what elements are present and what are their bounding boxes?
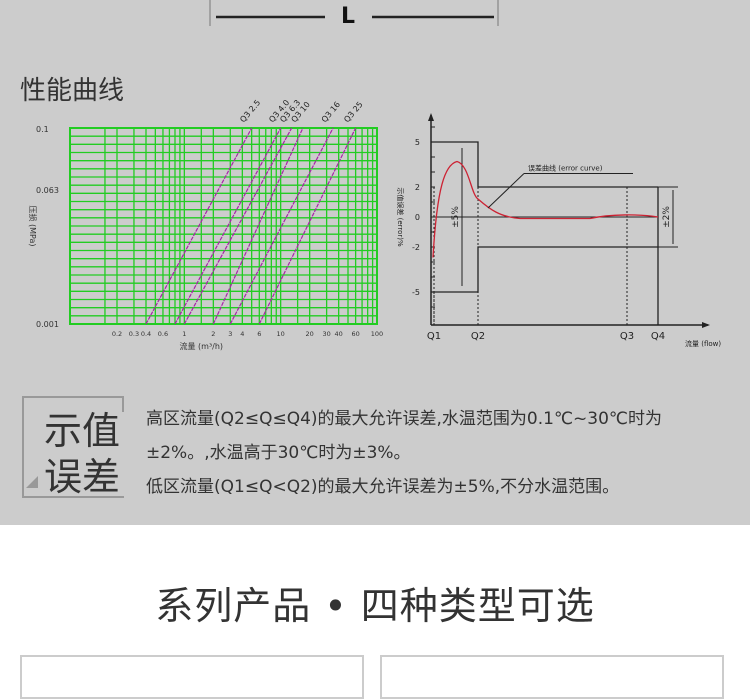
x-tick-label: 0.6 [158,330,168,338]
x-tick-label: 0.2 [112,330,122,338]
product-card-1[interactable] [20,655,364,699]
flow-line [145,127,253,325]
series-title: 系列产品 • 四种类型可选 [155,584,595,628]
dimension-label: L [341,4,355,29]
x-axis-label: 流量 (flow) [685,339,721,348]
error-curve-chart: 5 2 0 -2 -5 ±5% ±2% 误差曲线 (error curve) Q1 Q2 Q3 Q4 流… [396,113,721,348]
flow-line [183,127,293,325]
x-tick-label: 30 [322,330,330,338]
x-axis-label: 流量 (m³/h) [180,341,224,351]
y-tick-label: -5 [412,288,420,297]
x-tick-label: 0.4 [141,330,151,338]
annotation-leader [487,173,525,209]
x-tick-label: 20 [306,330,314,338]
flow-line-label: Q3 16 [320,100,342,124]
y-tick-label: 0.1 [36,125,49,134]
upper-limit [431,141,658,188]
x-tick-label: 1 [182,330,186,338]
y-axis-label: 压损 (MPa) [28,205,38,246]
x-tick-label: 10 [277,330,285,338]
x-tick-label: 100 [371,330,383,338]
annotation-label: 误差曲线 (error curve) [528,164,603,173]
flow-line-label: Q3 25 [342,100,364,124]
x-tick-label: 2 [211,330,215,338]
flow-line [174,127,282,325]
y-tick-label: 0.001 [36,320,59,329]
flow-line [258,127,357,325]
x-axis-arrow-icon [702,322,710,328]
product-card-2[interactable] [380,655,724,699]
flow-line-label: Q3 2.5 [238,98,262,124]
error-heading-frame [22,396,124,498]
x-tick-label: 40 [335,330,343,338]
lower-limit [431,246,658,293]
y-tick-label: 2 [415,183,420,192]
spec-section [0,0,750,525]
error-curve [432,160,659,258]
x-tick-label: Q3 [620,331,634,342]
y-axis-label: 示值误差 (error)% [396,187,405,247]
corner-triangle-icon [26,476,38,488]
x-tick-label: 0.3 [129,330,139,338]
x-tick-label: 6 [257,330,261,338]
error-text-line-1: 高区流量(Q2≤Q≤Q4)的最大允许误差,水温范围为0.1℃~30℃时为 [146,409,663,429]
error-text-line-2: ±2%。,水温高于30℃时为±3%。 [146,443,411,463]
x-tick-label: Q4 [651,331,665,342]
dimension-drawing: L [209,0,499,29]
x-tick-label: 3 [228,330,232,338]
x-tick-label: Q1 [427,331,441,342]
x-tick-label: 4 [240,330,244,338]
band-low-label: ±5% [451,206,461,228]
error-heading: 示值误差 [44,409,121,499]
section-title: 性能曲线 [20,76,125,106]
error-text-line-3: 低区流量(Q1≤Q<Q2)的最大允许误差为±5%,不分水温范围。 [146,477,620,497]
x-tick-label: Q2 [471,331,485,342]
band-high-label: ±2% [662,206,672,228]
x-tick-label: 60 [351,330,359,338]
y-tick-label: -2 [412,243,420,252]
y-tick-label: 0.063 [36,186,59,195]
y-tick-label: 5 [415,138,420,147]
flow-line [229,127,334,325]
y-tick-label: 0 [415,213,420,222]
flow-line [212,127,304,325]
y-axis-arrow-icon [428,113,434,121]
